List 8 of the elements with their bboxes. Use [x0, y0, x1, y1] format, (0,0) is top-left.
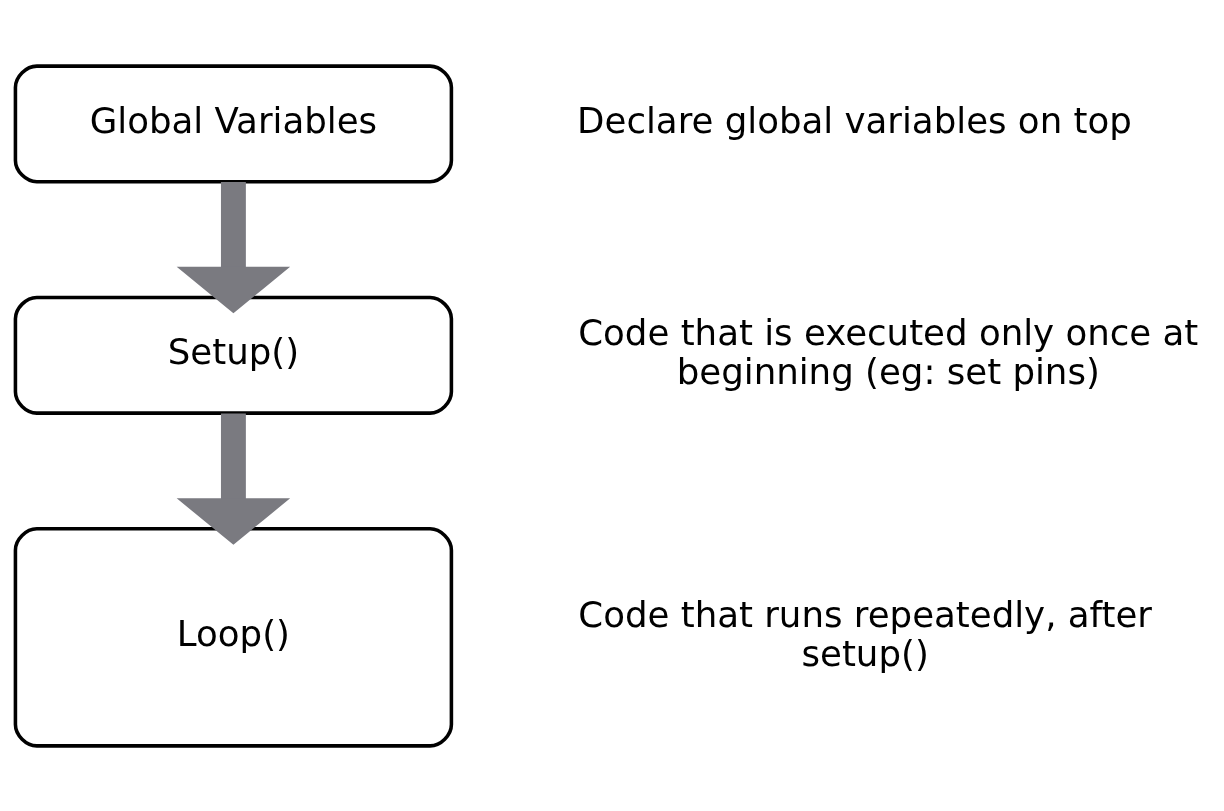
- label: Declare global variables on top: [577, 99, 1132, 141]
- arrow: [176, 181, 291, 313]
- arrow: [176, 412, 291, 545]
- label: Code that is executed only once at beginning (eg: set pins): [578, 311, 1199, 392]
- node-box: Setup(): [13, 295, 454, 415]
- node-box: Global Variables: [13, 63, 454, 184]
- node-box: Loop(): [13, 526, 454, 748]
- label: Code that runs repeatedly, after setup(): [578, 593, 1152, 674]
